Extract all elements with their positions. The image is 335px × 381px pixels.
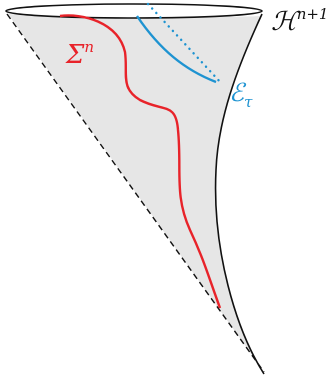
hyperbolic-exponent: n+1 (297, 5, 329, 23)
hyperbolic-symbol: ℋ (271, 7, 301, 37)
dotted-line (146, 2, 224, 86)
cone-dashed-line (6, 13, 265, 373)
level-set-label: ℰτ (229, 78, 253, 111)
sigma-curve (59, 14, 222, 309)
sigma-symbol: Σ (65, 40, 85, 70)
sigma-exponent: n (84, 38, 94, 56)
level-set-symbol: ℰ (229, 78, 247, 107)
level-set-subscript: τ (244, 93, 253, 111)
boundary-curve (214, 13, 265, 375)
top-ellipse (5, 3, 263, 19)
level-set-curve (136, 15, 217, 84)
sigma-label: Σn (65, 38, 94, 70)
hyperbolic-label: ℋn+1 (271, 5, 328, 37)
